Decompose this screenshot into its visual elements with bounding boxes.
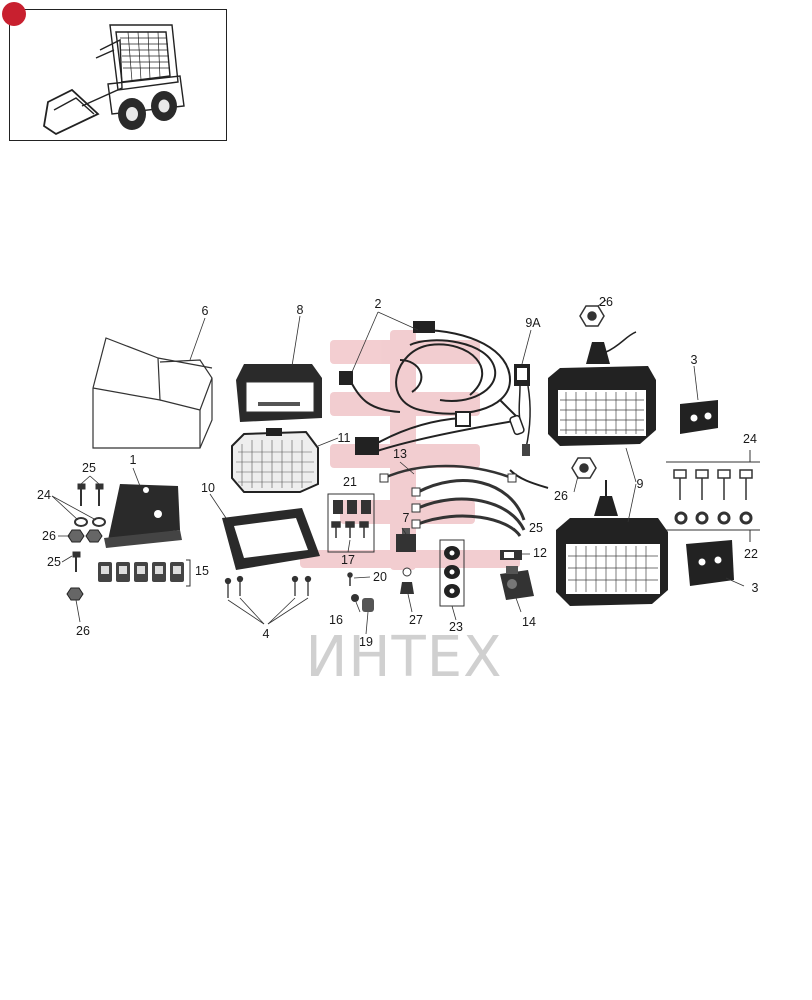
part-9a-connector <box>509 364 531 456</box>
part-22-washers-right <box>674 511 753 525</box>
callout-15: 15 <box>195 564 209 578</box>
part-19-clip <box>362 598 374 612</box>
page-corner-badge <box>2 2 26 26</box>
part-14-relay <box>500 566 534 600</box>
callout-27: 27 <box>409 613 423 627</box>
part-7-switch <box>396 528 416 577</box>
part-25-wires-middle <box>411 479 526 537</box>
callout-24-right: 24 <box>743 432 757 446</box>
callout-labels: 6 8 2 9A 26 3 11 24 13 1 25 21 9 10 24 2… <box>37 295 758 649</box>
callout-26-mid: 26 <box>554 489 568 503</box>
part-26-nuts-right <box>571 305 605 479</box>
callout-25-top-left: 25 <box>82 461 96 475</box>
callout-13: 13 <box>393 447 407 461</box>
callout-14: 14 <box>522 615 536 629</box>
callout-24-left: 24 <box>37 488 51 502</box>
callout-26-left: 26 <box>42 529 56 543</box>
part-24-washers-left <box>74 517 106 527</box>
part-26-nuts-left <box>66 529 103 601</box>
part-4-screws <box>224 575 312 625</box>
callout-7: 7 <box>403 511 410 525</box>
callout-8: 8 <box>297 303 304 317</box>
part-9-work-light-upper <box>548 331 656 446</box>
skid-steer-loader-illustration <box>43 24 185 136</box>
callout-12: 12 <box>533 546 547 560</box>
part-8-headlamp <box>236 364 322 422</box>
callout-11: 11 <box>338 431 351 445</box>
part-6-cover-box <box>92 337 213 449</box>
callout-26-top: 26 <box>599 295 613 309</box>
callout-16: 16 <box>329 613 343 627</box>
part-3-plates <box>680 400 734 586</box>
part-23-grommets <box>439 539 465 607</box>
part-10-gasket <box>222 508 320 570</box>
callout-10: 10 <box>201 481 215 495</box>
part-12-relay-clip <box>500 550 522 560</box>
leader-lines <box>51 299 745 635</box>
callout-25-left: 25 <box>47 555 61 569</box>
callout-6: 6 <box>202 304 209 318</box>
part-20-screw <box>347 572 353 586</box>
part-13-wires <box>379 464 517 483</box>
callout-23: 23 <box>449 620 463 634</box>
machine-thumbnail-frame <box>2 2 227 141</box>
part-27-knob <box>400 582 414 594</box>
callout-17: 17 <box>341 553 355 567</box>
callout-2: 2 <box>375 297 382 311</box>
part-15-clips <box>98 559 191 587</box>
callout-26-bottom: 26 <box>76 624 90 638</box>
callout-25-right: 25 <box>529 521 543 535</box>
callout-9a: 9A <box>525 316 541 330</box>
part-9-work-light-lower <box>556 480 668 606</box>
callout-3-top: 3 <box>691 353 698 367</box>
callout-19: 19 <box>359 635 373 649</box>
callout-22: 22 <box>744 547 758 561</box>
callout-9: 9 <box>637 477 644 491</box>
part-25-bolts-left <box>72 483 104 572</box>
part-21-fuse-holders <box>327 493 375 553</box>
callout-1: 1 <box>130 453 137 467</box>
watermark-text: ИНТЕХ <box>306 625 503 690</box>
part-24-bolts-right <box>673 469 753 500</box>
callout-3-bottom: 3 <box>752 581 759 595</box>
part-17-fuses <box>331 521 369 538</box>
part-1-bracket-plate <box>104 484 182 548</box>
part-11-headlamp-lens <box>231 428 319 493</box>
wheel-front <box>118 98 146 130</box>
part-16-nut <box>351 594 359 602</box>
wheel-rear <box>151 91 177 121</box>
callout-20: 20 <box>373 570 387 584</box>
callout-21: 21 <box>343 475 357 489</box>
callout-4: 4 <box>263 627 270 641</box>
